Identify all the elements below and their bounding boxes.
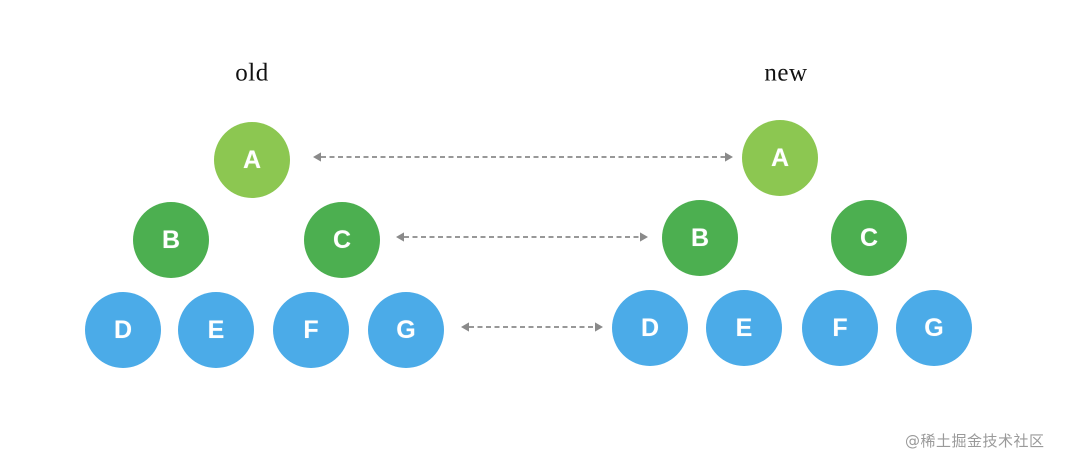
node-new-b: B — [662, 200, 738, 276]
compare-arrow-b — [396, 228, 648, 246]
compare-arrow-c — [461, 318, 603, 336]
watermark-text: @稀土掘金技术社区 — [905, 432, 1045, 450]
node-new-g: G — [896, 290, 972, 366]
node-new-f: F — [802, 290, 878, 366]
compare-arrow-a — [313, 148, 733, 166]
node-old-d: D — [85, 292, 161, 368]
node-new-c: C — [831, 200, 907, 276]
node-old-f: F — [273, 292, 349, 368]
node-new-e: E — [706, 290, 782, 366]
node-old-b: B — [133, 202, 209, 278]
node-old-e: E — [178, 292, 254, 368]
node-old-c: C — [304, 202, 380, 278]
node-new-a: A — [742, 120, 818, 196]
caption-old: old — [235, 59, 269, 87]
node-old-g: G — [368, 292, 444, 368]
node-new-d: D — [612, 290, 688, 366]
caption-new: new — [764, 59, 808, 87]
node-old-a: A — [214, 122, 290, 198]
